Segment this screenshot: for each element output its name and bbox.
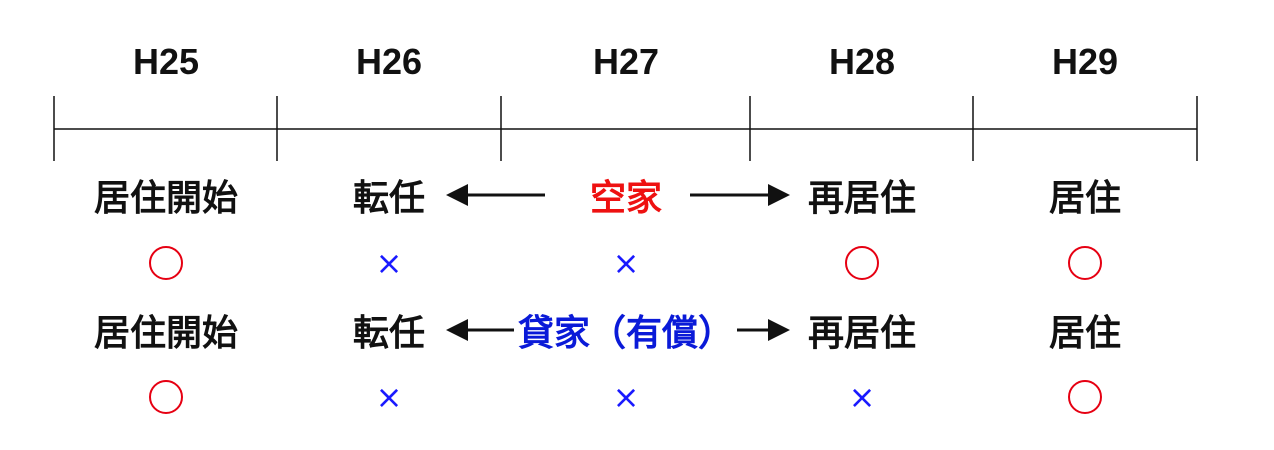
arrowhead-right-row1 [768, 184, 790, 206]
year-label-h28: H28 [828, 41, 896, 82]
arrowhead-right-row2 [768, 319, 790, 341]
circle-mark-icon [149, 380, 183, 414]
row1-label-h28: 再居住 [807, 178, 917, 219]
arrowhead-left-row2 [446, 319, 468, 341]
circle-mark-icon [845, 246, 879, 280]
row2-label-h26: 転任 [352, 313, 426, 354]
year-label-h29: H29 [1051, 41, 1119, 82]
cross-mark-icon: × [375, 244, 403, 282]
row2-label-h25: 居住開始 [93, 313, 239, 354]
circle-mark-icon [1068, 246, 1102, 280]
row1-label-h26: 転任 [352, 178, 426, 219]
row2-label-h27: 貸家（有償） [517, 313, 735, 354]
circle-mark-icon [1068, 380, 1102, 414]
row1-label-h27: 空家 [589, 178, 663, 219]
row1-label-h29: 居住 [1048, 178, 1122, 219]
year-label-h27: H27 [592, 41, 660, 82]
circle-mark-icon [149, 246, 183, 280]
cross-mark-icon: × [612, 244, 640, 282]
year-label-h26: H26 [355, 41, 423, 82]
row2-label-h28: 再居住 [807, 313, 917, 354]
cross-mark-icon: × [848, 378, 876, 416]
arrowhead-left-row1 [446, 184, 468, 206]
row1-label-h25: 居住開始 [93, 178, 239, 219]
cross-mark-icon: × [375, 378, 403, 416]
year-label-h25: H25 [132, 41, 200, 82]
cross-mark-icon: × [612, 378, 640, 416]
row2-label-h29: 居住 [1048, 313, 1122, 354]
